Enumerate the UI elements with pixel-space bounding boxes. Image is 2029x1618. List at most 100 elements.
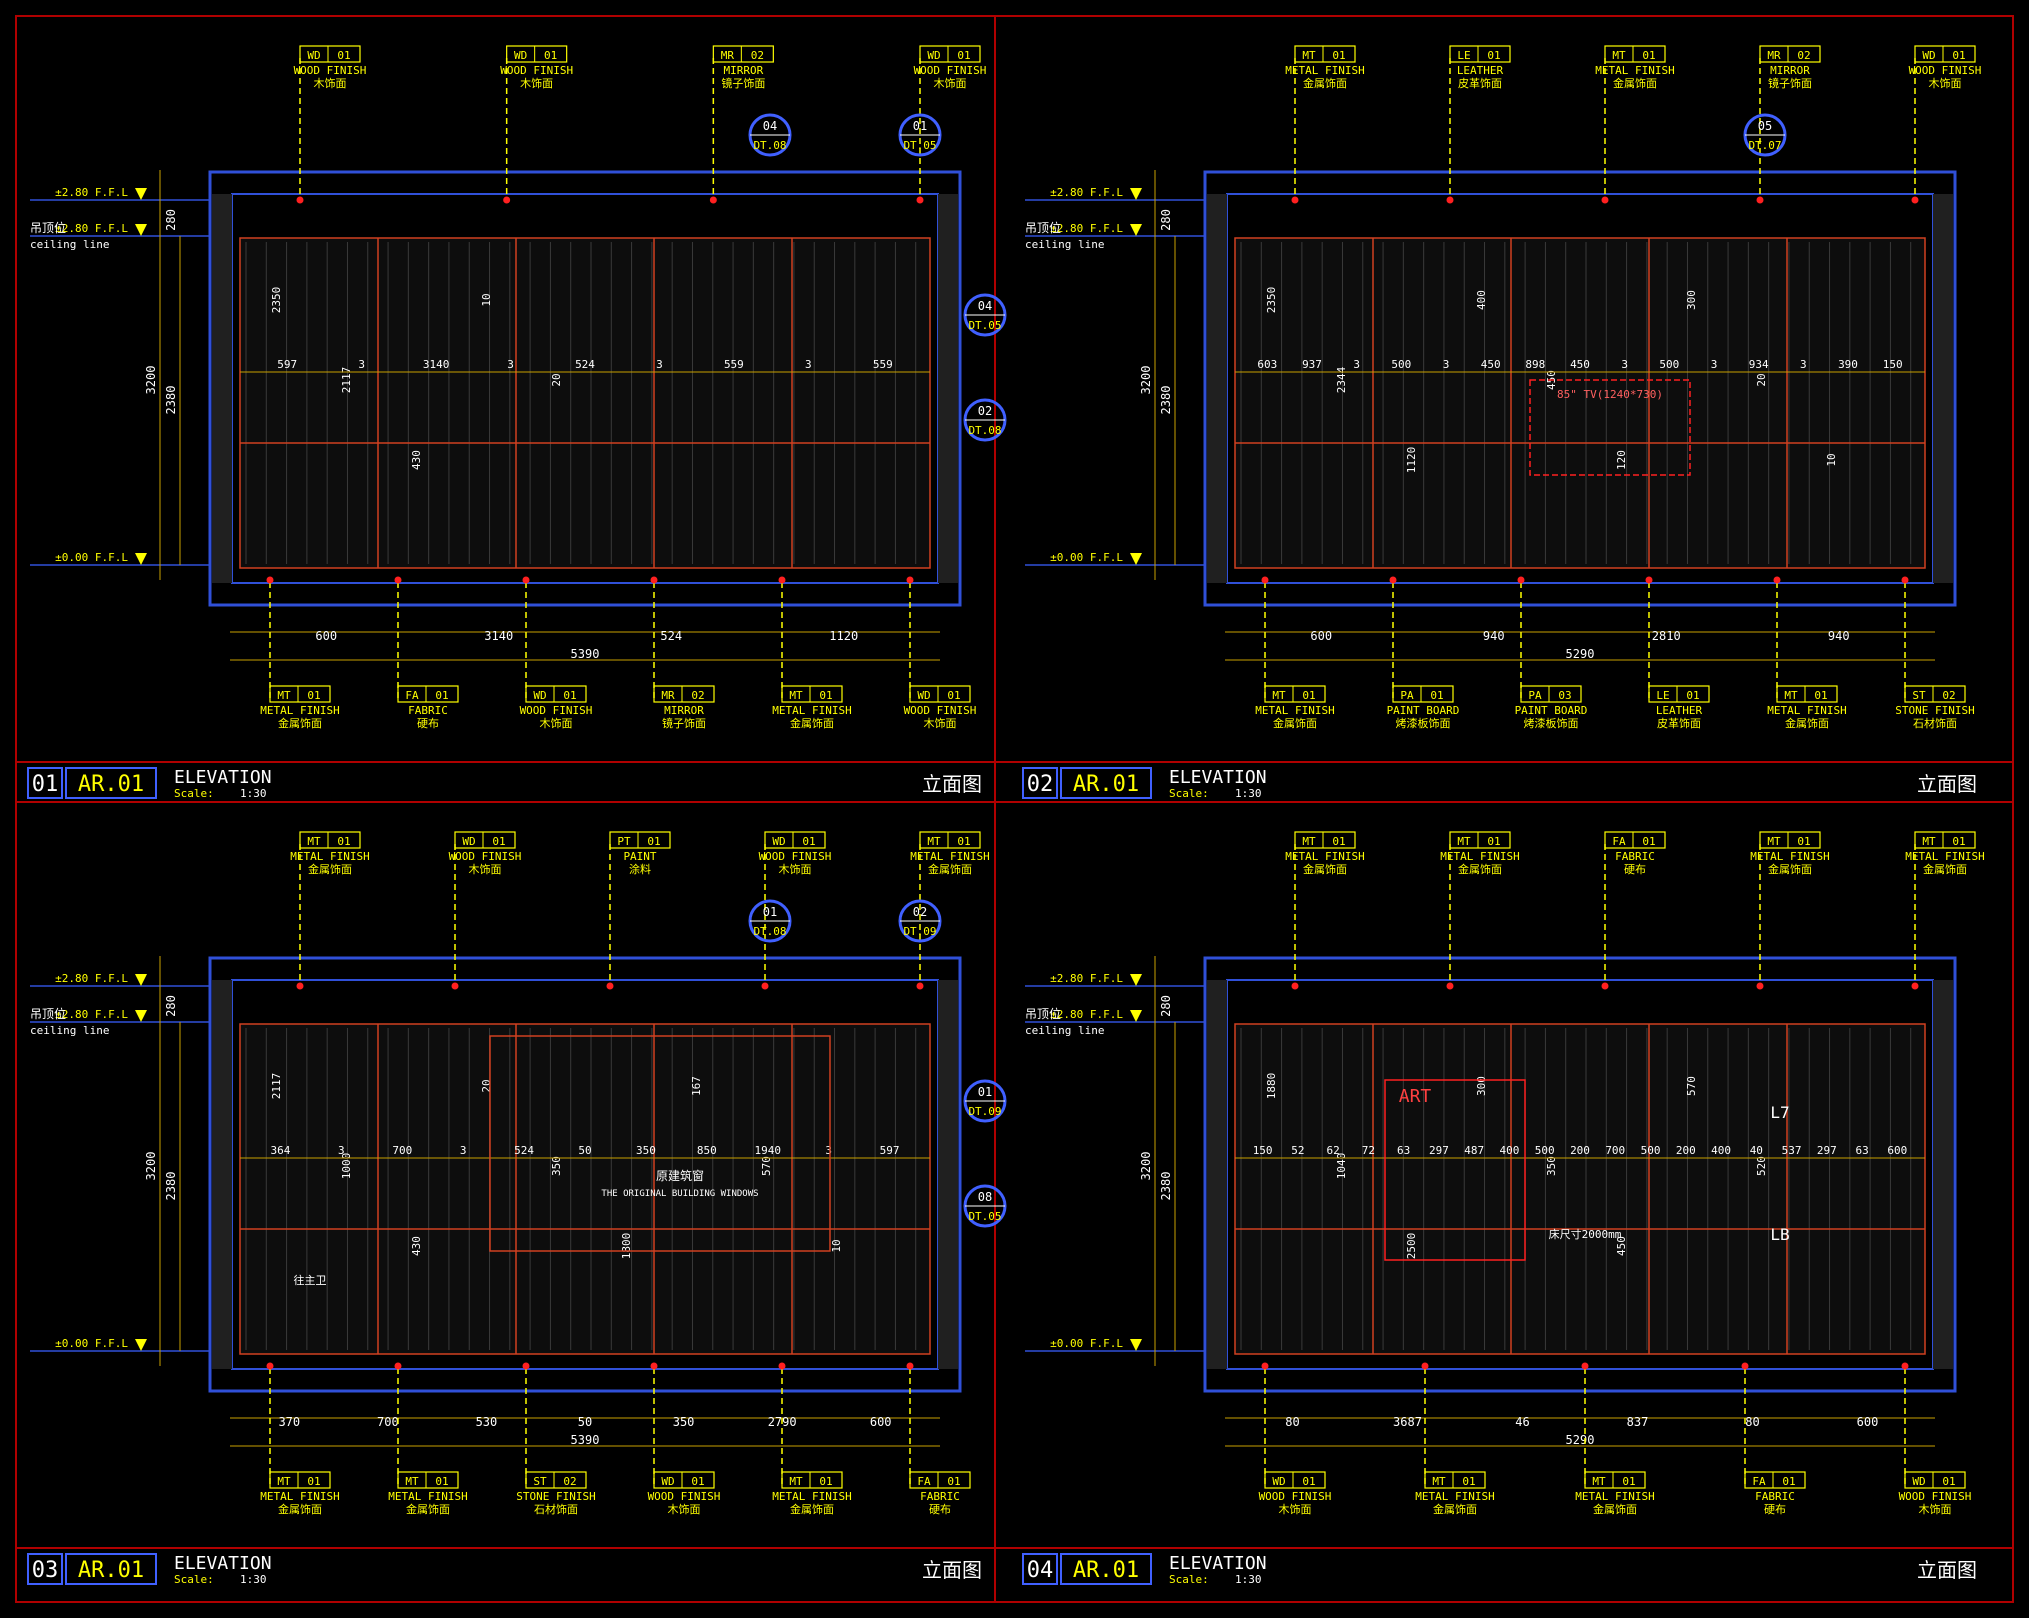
- tag-cn: 硬布: [417, 717, 439, 730]
- mid-dim: 500: [1659, 358, 1679, 371]
- leader-dot: [1645, 576, 1653, 584]
- tag-num: 01: [337, 835, 350, 848]
- tag-box: [1648, 685, 1710, 703]
- ceiling-en: ceiling line: [30, 238, 109, 251]
- tag-en: MIRROR: [664, 704, 704, 717]
- tag-en: WOOD FINISH: [500, 64, 573, 77]
- tag-cn: 涂料: [629, 862, 651, 876]
- vertical-dim: 2344: [1335, 366, 1348, 393]
- mid-dim: 3: [507, 358, 514, 371]
- tag-num: 01: [1487, 49, 1500, 62]
- wall-finish-zone: [239, 237, 931, 569]
- scale-value: 1:30: [1235, 1573, 1262, 1586]
- tag-num: 01: [819, 689, 832, 702]
- leader-dot: [916, 196, 924, 204]
- mid-dim: 297: [1429, 1144, 1449, 1157]
- tag-num: 01: [307, 689, 320, 702]
- tag-box: [1264, 1471, 1326, 1489]
- sheet-title: ELEVATION: [174, 767, 272, 788]
- mid-dim: 50: [578, 1144, 591, 1157]
- leader-dot: [1421, 1362, 1429, 1370]
- tag-box: [1904, 685, 1966, 703]
- ceiling-en: ceiling line: [1025, 1024, 1104, 1037]
- mid-dim: 72: [1362, 1144, 1375, 1157]
- sheet-title: ELEVATION: [174, 1553, 272, 1574]
- tag-en: FABRIC: [1615, 850, 1655, 863]
- tag-cn: 金属饰面: [1303, 76, 1347, 90]
- tag-code: ST: [533, 1475, 547, 1488]
- callout-ref: DT.05: [903, 139, 936, 152]
- vertical-dim: 1000: [340, 1153, 353, 1180]
- art-label: ART: [1399, 1086, 1432, 1107]
- tag-code: MT: [1767, 835, 1781, 848]
- callout-ref: DT.05: [968, 1210, 1001, 1223]
- tag-en: MIRROR: [1770, 64, 1810, 77]
- tag-code: LE: [1457, 49, 1470, 62]
- callout-number: 02: [913, 905, 927, 919]
- elevation-panel-01: ±2.80 F.F.L±2.80 F.F.L±0.00 F.F.L吊顶位ceil…: [27, 45, 1007, 800]
- mid-dim: 700: [1605, 1144, 1625, 1157]
- title-id-box: [27, 767, 63, 799]
- tag-en: METAL FINISH: [1285, 850, 1364, 863]
- sheet-number: 03: [32, 1558, 59, 1583]
- vertical-dim: 280: [164, 995, 178, 1017]
- tag-box: [909, 685, 971, 703]
- tag-en: WOOD FINISH: [520, 704, 593, 717]
- tag-code: WD: [661, 1475, 674, 1488]
- level-label: ±2.80 F.F.L: [55, 1008, 128, 1021]
- mid-dim: 524: [514, 1144, 534, 1157]
- leader-dot: [266, 1362, 274, 1370]
- vertical-dim: 350: [1545, 1156, 1558, 1176]
- level-label: ±0.00 F.F.L: [55, 551, 128, 564]
- tag-en: MIRROR: [723, 64, 763, 77]
- tag-code: MT: [1302, 835, 1316, 848]
- room-outline: [208, 170, 962, 607]
- bottom-dim: 524: [660, 629, 682, 643]
- tag-box: [1914, 45, 1976, 63]
- vertical-dim: 10: [830, 1239, 843, 1252]
- scale-label: Scale:: [174, 1573, 214, 1586]
- bottom-dim: 2810: [1652, 629, 1681, 643]
- tag-code: MT: [307, 835, 321, 848]
- bottom-dim: 3687: [1393, 1415, 1422, 1429]
- tag-box: [1584, 1471, 1646, 1489]
- tag-box: [781, 685, 843, 703]
- tag-en: PAINT: [623, 850, 656, 863]
- tag-box: [1294, 831, 1356, 849]
- bottom-dim: 3140: [484, 629, 513, 643]
- mid-dim: 603: [1257, 358, 1277, 371]
- tag-cn: 金属饰面: [308, 862, 352, 876]
- wall-hatch-left: [1207, 980, 1227, 1369]
- tag-en: METAL FINISH: [772, 1490, 851, 1503]
- leader-dot: [650, 576, 658, 584]
- title-ref-box: [1060, 767, 1152, 799]
- leader-dot: [650, 1362, 658, 1370]
- sheet-ref: AR.01: [78, 1558, 144, 1583]
- tag-box: [397, 1471, 459, 1489]
- vertical-dim: 3200: [1139, 1152, 1153, 1181]
- wall-hatch-left: [212, 980, 232, 1369]
- mid-dim: 390: [1838, 358, 1858, 371]
- vertical-dim: 430: [410, 1236, 423, 1256]
- tag-cn: 木饰面: [1279, 1502, 1312, 1516]
- tv-label: 85" TV(1240*730): [1557, 388, 1663, 401]
- tag-num: 01: [544, 49, 557, 62]
- mid-dim: 3: [1800, 358, 1807, 371]
- tag-code: MR: [1767, 49, 1781, 62]
- tag-box: [506, 45, 568, 63]
- level-label: ±2.80 F.F.L: [1050, 972, 1123, 985]
- tag-num: 01: [1332, 835, 1345, 848]
